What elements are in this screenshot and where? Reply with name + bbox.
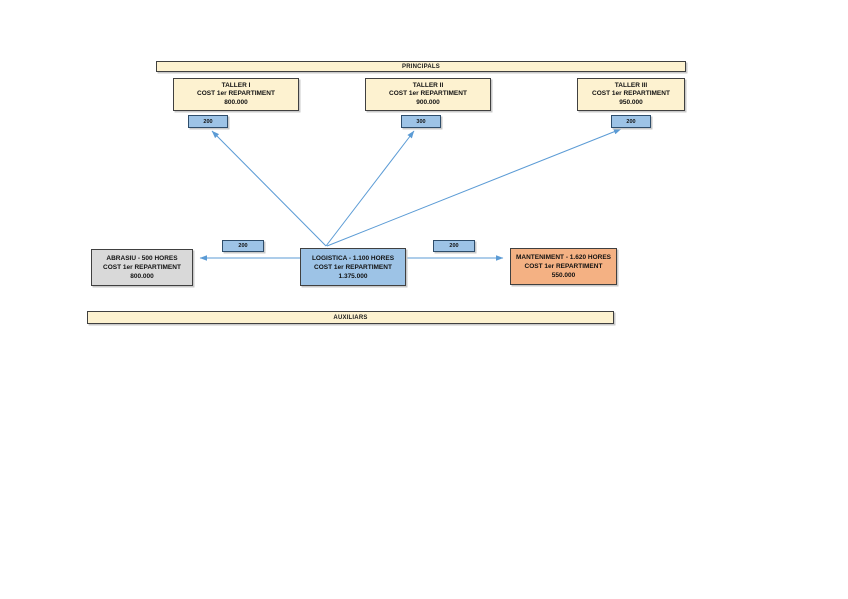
- taller-1-amount: 800.000: [224, 98, 248, 106]
- hours-allocated-abrasiu: 200: [222, 240, 264, 252]
- principals-header-bar: PRINCIPALS: [156, 61, 686, 72]
- taller-1-title: TALLER I: [221, 81, 251, 89]
- taller-1-cost-label: COST 1er REPARTIMENT: [197, 90, 275, 98]
- auxiliars-header-bar: AUXILIARS: [87, 311, 614, 324]
- manteniment-cost-label: COST 1er REPARTIMENT: [524, 263, 603, 270]
- auxiliars-header-label: AUXILIARS: [333, 314, 368, 321]
- abrasiu-amount: 800.000: [130, 273, 154, 280]
- taller-2-amount: 900.000: [416, 98, 440, 106]
- arrow-logistica-to-taller3: [326, 128, 622, 247]
- taller-3-cost-label: COST 1er REPARTIMENT: [592, 90, 670, 98]
- hours-allocated-taller-2: 300: [401, 115, 441, 128]
- taller-2-box: TALLER II COST 1er REPARTIMENT 900.000: [365, 78, 491, 111]
- abrasiu-title: ABRASIU - 500 HORES: [106, 255, 178, 262]
- manteniment-amount: 550.000: [551, 272, 576, 279]
- hours-allocated-taller-2-value: 300: [416, 118, 426, 125]
- principals-header-label: PRINCIPALS: [402, 63, 440, 70]
- manteniment-box: MANTENIMENT - 1.620 HORES COST 1er REPAR…: [510, 248, 617, 285]
- hours-allocated-taller-1-value: 200: [203, 118, 213, 125]
- logistica-box: LOGISTICA - 1.100 HORES COST 1er REPARTI…: [300, 248, 406, 286]
- hours-allocated-manteniment: 200: [433, 240, 475, 252]
- arrow-logistica-to-taller2: [325, 130, 415, 247]
- hours-allocated-abrasiu-value: 200: [238, 243, 248, 249]
- logistica-amount: 1.375.000: [338, 272, 368, 280]
- abrasiu-box: ABRASIU - 500 HORES COST 1er REPARTIMENT…: [91, 249, 193, 286]
- manteniment-title: MANTENIMENT - 1.620 HORES: [516, 254, 611, 261]
- hours-allocated-manteniment-value: 200: [449, 243, 459, 249]
- logistica-title: LOGISTICA - 1.100 HORES: [311, 254, 395, 262]
- taller-3-amount: 950.000: [619, 98, 643, 106]
- taller-3-title: TALLER III: [614, 81, 648, 89]
- hours-allocated-taller-3: 200: [611, 115, 651, 128]
- taller-1-box: TALLER I COST 1er REPARTIMENT 800.000: [173, 78, 299, 111]
- hours-allocated-taller-3-value: 200: [626, 118, 636, 125]
- taller-2-cost-label: COST 1er REPARTIMENT: [389, 90, 467, 98]
- taller-3-box: TALLER III COST 1er REPARTIMENT 950.000: [577, 78, 685, 111]
- logistica-cost-label: COST 1er REPARTIMENT: [314, 263, 392, 271]
- abrasiu-cost-label: COST 1er REPARTIMENT: [103, 264, 181, 271]
- taller-2-title: TALLER II: [412, 81, 444, 89]
- hours-allocated-taller-1: 200: [188, 115, 228, 128]
- arrow-logistica-to-taller1: [211, 130, 327, 247]
